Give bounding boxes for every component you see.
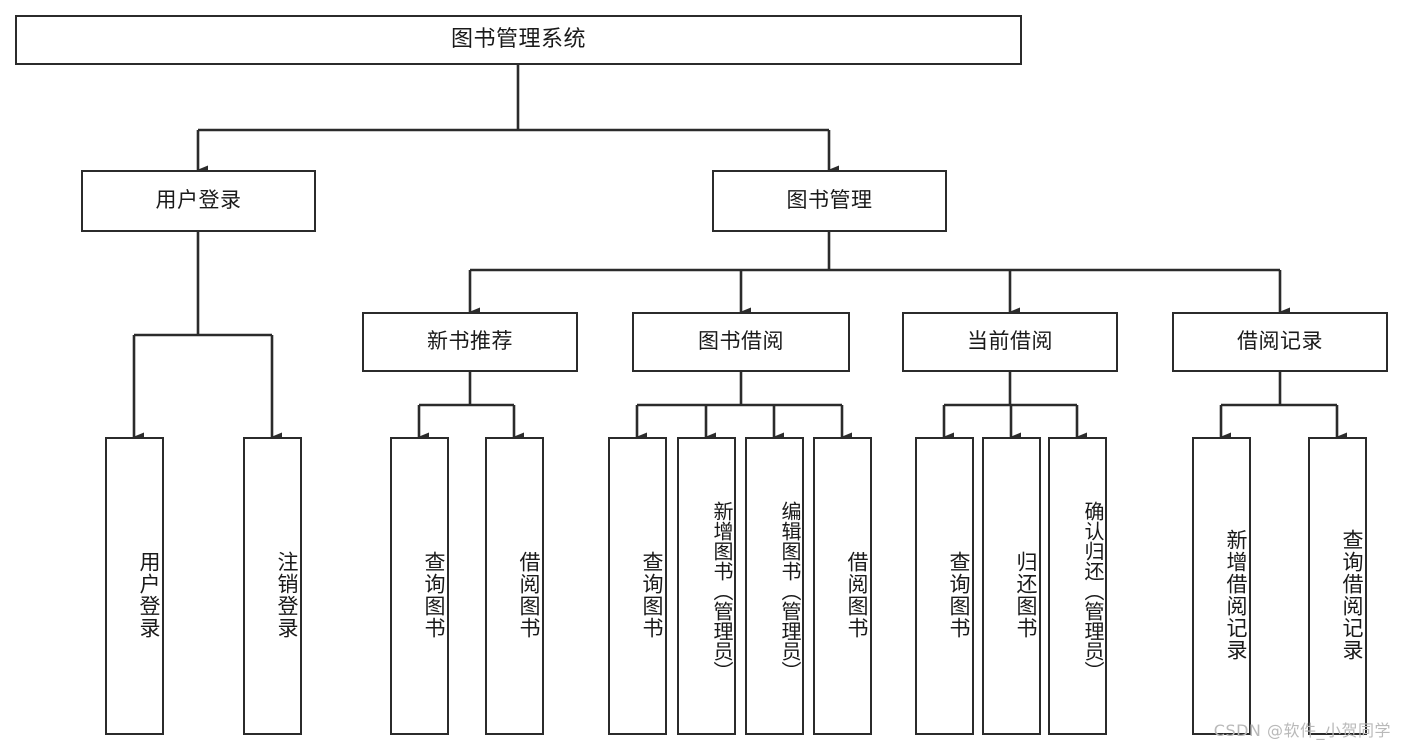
leaf-query-book-recommend[interactable]: 查询图书 bbox=[390, 437, 449, 735]
leaf-add-borrow-record[interactable]: 新增借阅记录 bbox=[1192, 437, 1251, 735]
csdn-watermark: CSDN @软件_小贺同学 bbox=[1213, 721, 1391, 740]
node-user-login[interactable]: 用户登录 bbox=[81, 170, 316, 232]
leaf-logout[interactable]: 注销登录 bbox=[243, 437, 302, 735]
leaf-user-login[interactable]: 用户登录 bbox=[105, 437, 164, 735]
node-book-management[interactable]: 图书管理 bbox=[712, 170, 947, 232]
leaf-edit-book-admin[interactable]: 编辑图书（管理员） bbox=[745, 437, 804, 735]
leaf-borrow-book-recommend[interactable]: 借阅图书 bbox=[485, 437, 544, 735]
connector-lines bbox=[132, 65, 1347, 442]
node-current-borrow[interactable]: 当前借阅 bbox=[902, 312, 1118, 372]
leaf-query-book-borrow[interactable]: 查询图书 bbox=[608, 437, 667, 735]
leaf-add-book-admin[interactable]: 新增图书（管理员） bbox=[677, 437, 736, 735]
node-new-book-recommend[interactable]: 新书推荐 bbox=[362, 312, 578, 372]
leaf-query-borrow-record[interactable]: 查询借阅记录 bbox=[1308, 437, 1367, 735]
leaf-return-book[interactable]: 归还图书 bbox=[982, 437, 1041, 735]
node-book-borrow[interactable]: 图书借阅 bbox=[632, 312, 850, 372]
leaf-query-book-current[interactable]: 查询图书 bbox=[915, 437, 974, 735]
node-root-system[interactable]: 图书管理系统 bbox=[15, 15, 1022, 65]
node-borrow-record[interactable]: 借阅记录 bbox=[1172, 312, 1388, 372]
leaf-borrow-book[interactable]: 借阅图书 bbox=[813, 437, 872, 735]
leaf-confirm-return-admin[interactable]: 确认归还（管理员） bbox=[1048, 437, 1107, 735]
